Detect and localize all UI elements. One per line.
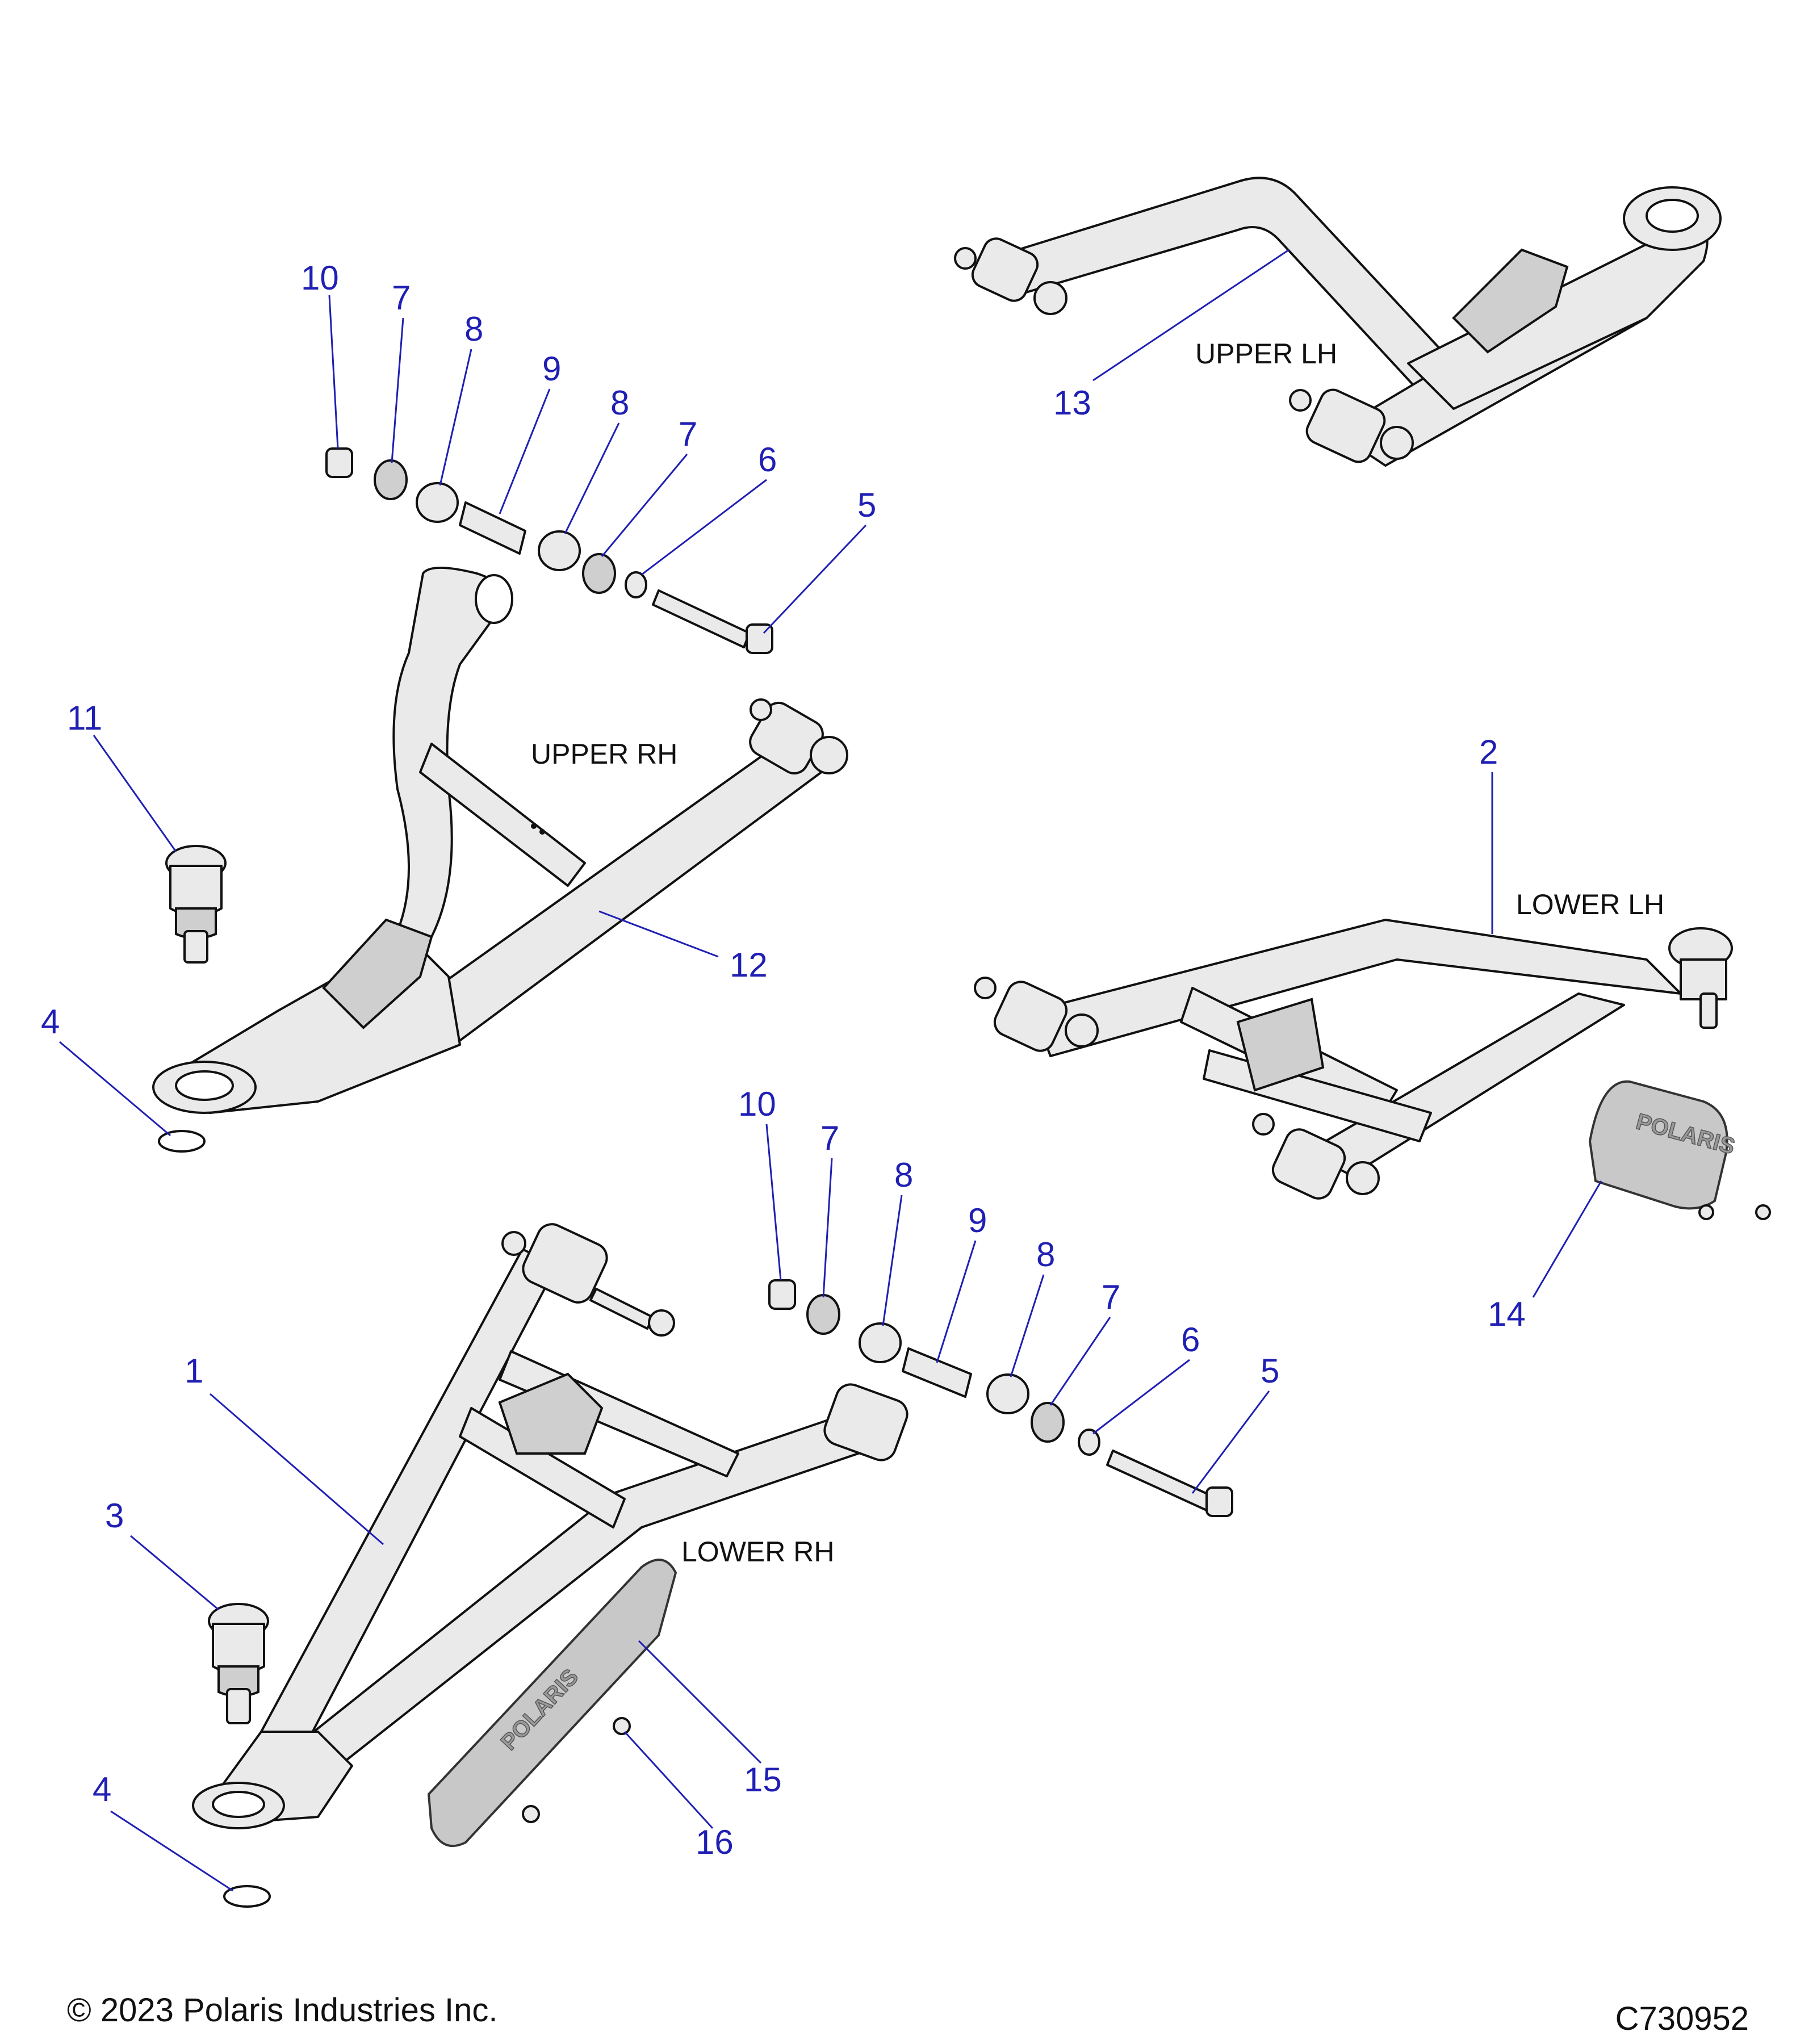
callout-11: 11 — [67, 699, 102, 737]
callout-8-lower-b: 8 — [1036, 1235, 1055, 1274]
callout-9-upper: 9 — [542, 350, 561, 388]
snap-ring-lower — [223, 1885, 271, 1908]
label-upper-lh: UPPER LH — [1195, 338, 1337, 370]
sleeve-9-upper — [459, 501, 526, 555]
spacer-8-upper-b — [538, 530, 581, 571]
lower-rh-a-arm — [192, 1223, 909, 1829]
callout-5-upper: 5 — [857, 486, 876, 524]
callout-7-lower-a: 7 — [820, 1119, 839, 1157]
callout-7-upper-b: 7 — [679, 415, 697, 453]
callout-8-upper-b: 8 — [610, 384, 629, 422]
callout-3: 3 — [105, 1497, 124, 1535]
callout-9-lower: 9 — [968, 1201, 987, 1239]
callout-7-lower-b: 7 — [1102, 1278, 1120, 1316]
callout-5-lower: 5 — [1261, 1352, 1279, 1390]
label-upper-rh: UPPER RH — [531, 738, 677, 770]
bushing-7-upper-b — [582, 553, 616, 594]
upper-rh-a-arm — [152, 567, 848, 1114]
washer-6-upper — [625, 571, 647, 598]
callout-1: 1 — [185, 1352, 203, 1390]
label-lower-rh: LOWER RH — [681, 1536, 834, 1568]
label-lower-lh: LOWER LH — [1516, 889, 1664, 920]
snap-ring-upper — [158, 1130, 206, 1153]
callout-6-upper: 6 — [758, 441, 777, 479]
callout-6-lower: 6 — [1181, 1321, 1200, 1359]
nut-10-upper — [325, 447, 353, 478]
callout-7-upper-a: 7 — [392, 279, 411, 317]
callout-14: 14 — [1488, 1295, 1526, 1333]
spacer-8-upper-a — [416, 482, 459, 523]
callout-10-upper: 10 — [301, 259, 339, 297]
callout-4-upper: 4 — [41, 1003, 60, 1041]
callout-8-lower-a: 8 — [894, 1156, 913, 1194]
skid-plate-lh: POLARIS — [1588, 1080, 1771, 1220]
upper-lh-a-arm — [954, 177, 1722, 467]
skid-plate-rh: POLARIS — [427, 1559, 677, 1848]
leader-13 — [1092, 249, 1290, 382]
callout-13: 13 — [1053, 384, 1091, 422]
upper-rh-hardware-stack — [325, 447, 773, 654]
callout-16: 16 — [696, 1823, 734, 1861]
callout-15: 15 — [744, 1761, 782, 1799]
drawing-number: C730952 — [1615, 2000, 1749, 2037]
ball-joint-lower — [208, 1603, 269, 1724]
bushing-7-upper-a — [374, 459, 408, 500]
copyright-text: © 2023 Polaris Industries Inc. — [67, 1992, 497, 2029]
ball-joint-upper — [165, 845, 227, 964]
lower-rh-callouts: 10 7 8 9 8 7 6 5 — [738, 1085, 1279, 1494]
callout-8-upper-a: 8 — [464, 310, 483, 348]
lower-lh-a-arm — [974, 919, 1733, 1200]
leader-12 — [598, 910, 719, 958]
bolt-5-upper — [652, 589, 751, 648]
callout-2: 2 — [1479, 733, 1498, 771]
upper-rh-callouts: 10 7 8 9 8 7 6 5 — [301, 259, 876, 634]
callout-10-lower: 10 — [738, 1085, 776, 1123]
callout-12: 12 — [730, 946, 768, 984]
callout-4-lower: 4 — [93, 1770, 111, 1808]
lower-rh-hardware-stack — [768, 1279, 1233, 1517]
